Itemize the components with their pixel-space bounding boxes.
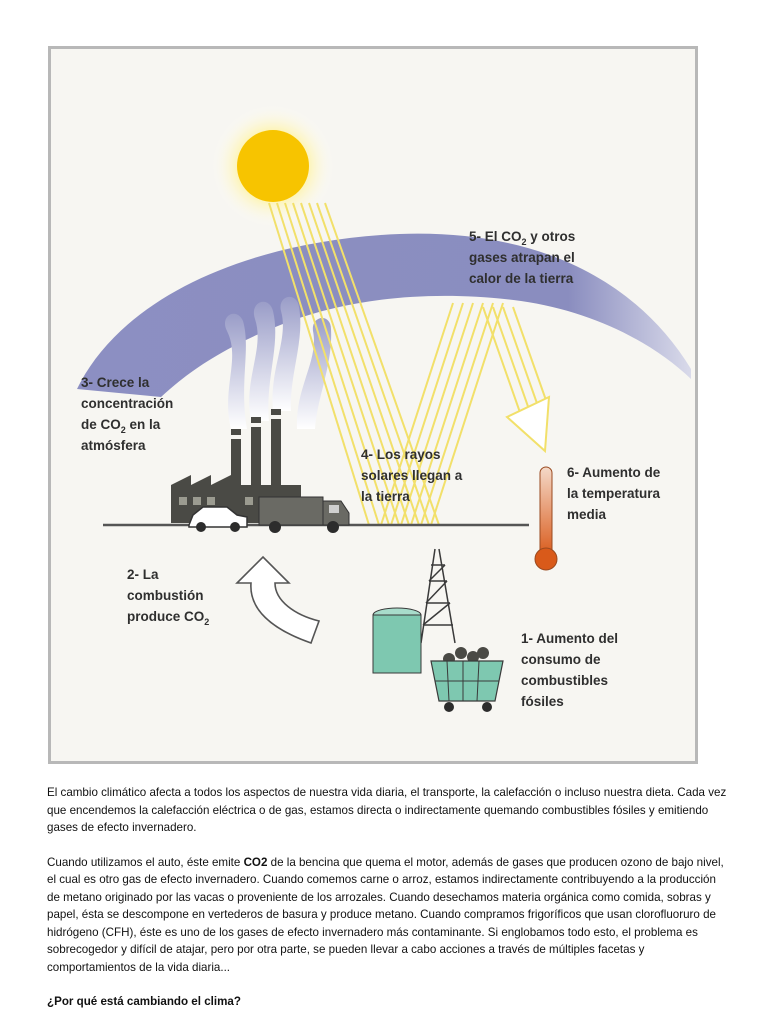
label-step5-sub: 2	[522, 237, 527, 247]
label-step4: 4- Los rayos solares llegan a la tierra	[361, 447, 466, 504]
label-step3-line3a: de CO	[81, 417, 121, 432]
label-step6-line2: la temperatura	[567, 486, 661, 501]
greenhouse-effect-diagram: 5- El CO2 y otros gases atrapan el calor…	[48, 46, 698, 764]
atmosphere-band	[77, 233, 691, 397]
label-step1-line3: combustibles	[521, 673, 608, 688]
label-step3-line1: 3- Crece la	[81, 375, 150, 390]
smoke-plume-4	[296, 317, 332, 429]
reflected-rays	[380, 302, 504, 526]
label-step1-line1: 1- Aumento del	[521, 631, 618, 646]
label-step5-line2: gases atrapan el	[469, 250, 575, 265]
label-step6: 6- Aumento de la temperatura media	[567, 465, 664, 522]
label-step4-line3: la tierra	[361, 489, 410, 504]
smoke-plume-1	[224, 313, 247, 429]
section-heading: ¿Por qué está cambiando el clima?	[47, 995, 241, 1008]
label-step2-line3a: produce CO	[127, 609, 204, 624]
article-paragraph-2: Cuando utilizamos el auto, éste emite CO…	[47, 854, 727, 977]
oil-derrick-icon	[420, 548, 456, 644]
thermometer-icon	[534, 466, 558, 571]
article-paragraph-1: El cambio climático afecta a todos los a…	[47, 786, 727, 834]
label-step3-sub: 2	[121, 425, 126, 435]
label-step4-line2: solares llegan a	[361, 468, 463, 483]
label-step3: 3- Crece la concentración de CO2 en la a…	[81, 375, 177, 453]
diagram-canvas: 5- El CO2 y otros gases atrapan el calor…	[77, 104, 691, 712]
incoming-sun-rays	[268, 202, 440, 526]
label-step5-line1b: y otros	[527, 229, 576, 244]
label-step1: 1- Aumento del consumo de combustibles f…	[521, 631, 622, 709]
storage-tank-icon	[372, 607, 422, 674]
label-step5-line1a: 5- El CO	[469, 229, 522, 244]
label-step3-line2: concentración	[81, 396, 173, 411]
cycle-arrow-icon	[235, 555, 321, 645]
smoke-plume-3	[272, 296, 301, 411]
label-step5-line3: calor de la tierra	[469, 271, 574, 286]
label-step1-line4: fósiles	[521, 694, 564, 709]
article-paragraph-2-end: de la bencina que quema el motor, además…	[47, 855, 724, 974]
label-step2-sub: 2	[204, 617, 209, 627]
article-body: El cambio climático afecta a todos los a…	[47, 784, 727, 1024]
smoke-plume-2	[249, 301, 276, 421]
trapped-heat-arrow	[482, 306, 551, 454]
label-step3-line4: atmósfera	[81, 438, 146, 453]
label-step1-line2: consumo de	[521, 652, 601, 667]
sun-icon	[237, 130, 309, 202]
label-step6-line3: media	[567, 507, 607, 522]
label-step2-line2: combustión	[127, 588, 204, 603]
label-step4-line1: 4- Los rayos	[361, 447, 441, 462]
truck-icon	[258, 496, 350, 533]
article-paragraph-2-bold: CO2	[243, 855, 268, 869]
label-step2-line1: 2- La	[127, 567, 159, 582]
article-paragraph-2-start: Cuando utilizamos el auto, éste emite	[47, 855, 244, 869]
label-step5: 5- El CO2 y otros gases atrapan el calor…	[469, 229, 579, 286]
label-step6-line1: 6- Aumento de	[567, 465, 661, 480]
coal-cart-icon	[430, 647, 504, 712]
label-step3-line3b: en la	[126, 417, 161, 432]
car-icon	[188, 506, 248, 532]
label-step2: 2- La combustión produce CO2	[127, 567, 209, 627]
